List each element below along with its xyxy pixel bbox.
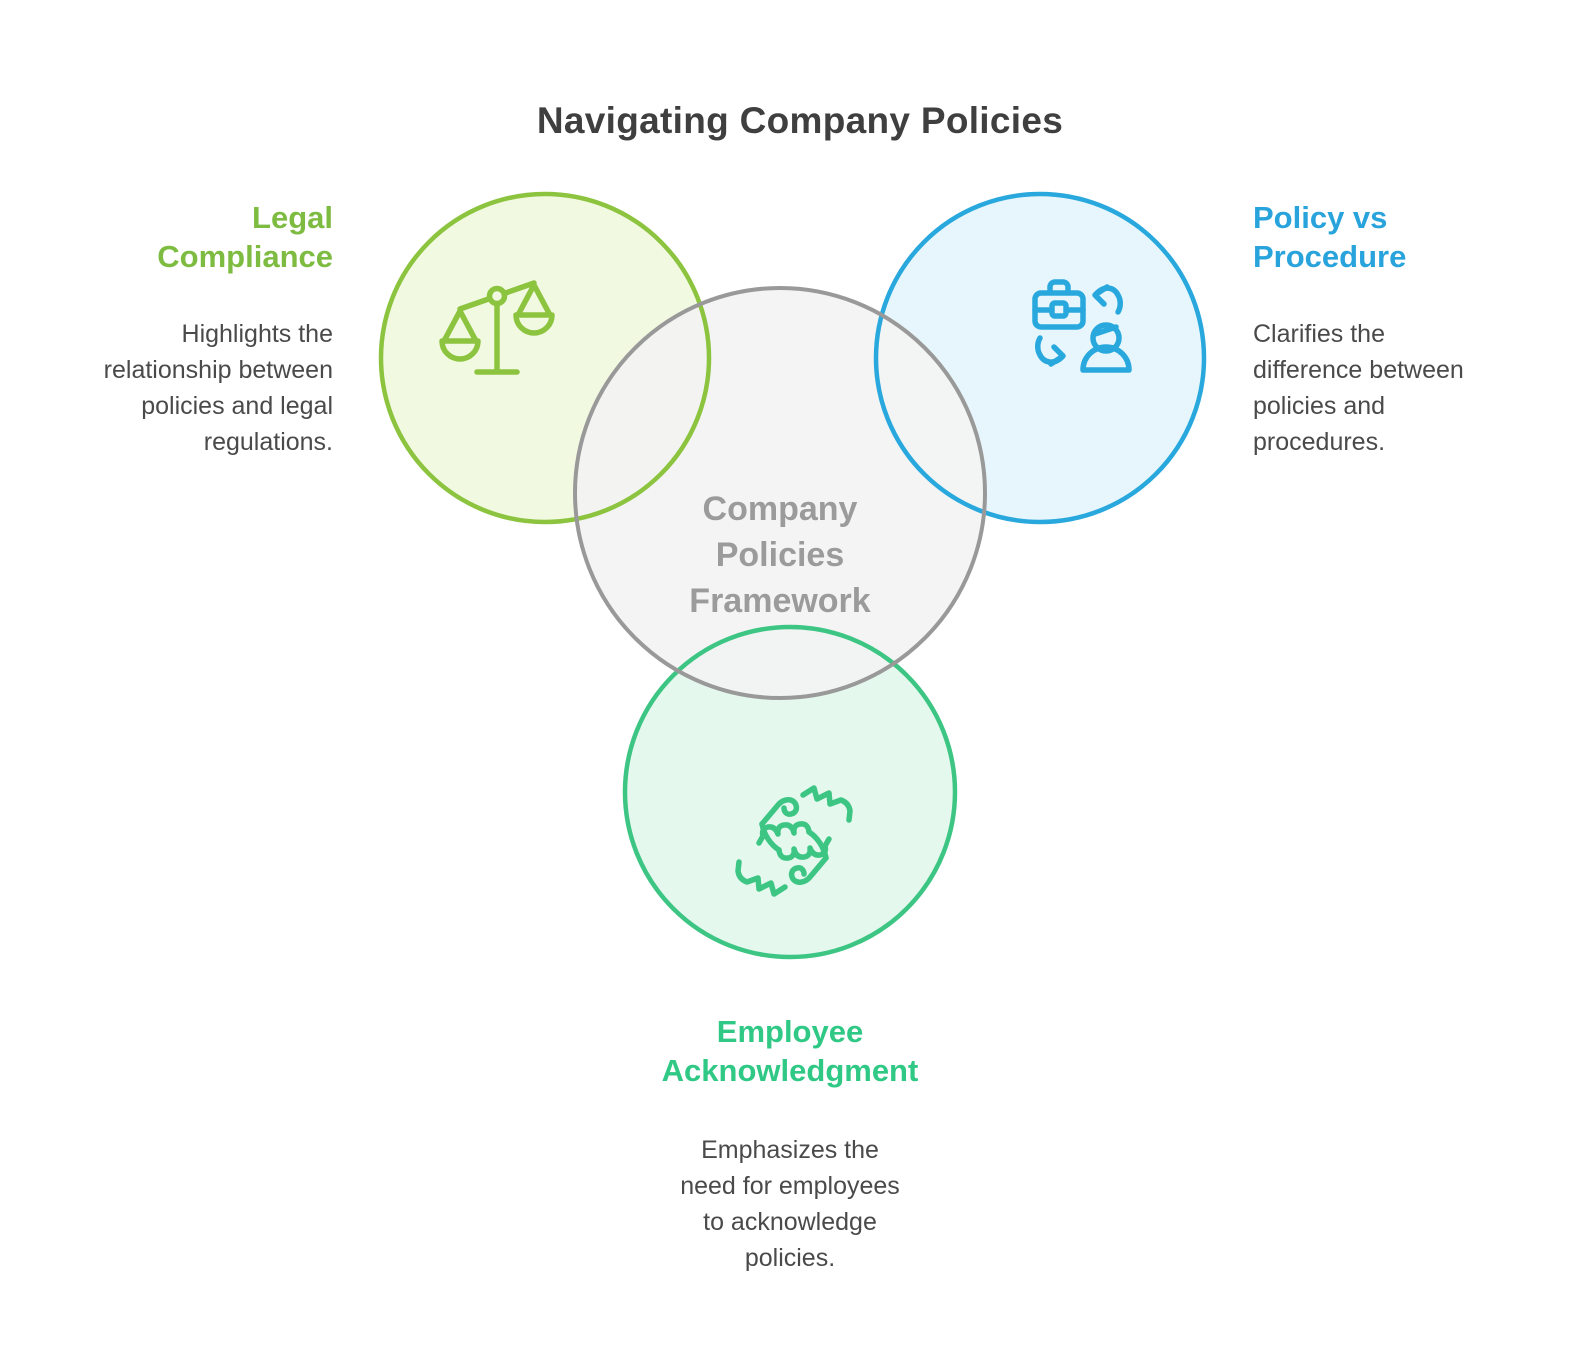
employee-circle-fill — [625, 627, 955, 957]
briefcase-clasp — [1049, 300, 1069, 319]
center-circle-outline — [573, 286, 987, 700]
policy-vs-procedure-description: Clarifies the difference between policie… — [1253, 320, 1464, 456]
person-hair — [1092, 324, 1119, 337]
briefcase-person-exchange-icon — [1032, 279, 1132, 373]
arrow-top-head — [1092, 284, 1110, 307]
legal-circle-outline — [378, 191, 712, 525]
center-circle-fill — [575, 288, 985, 698]
hands-collaboration-icon — [735, 785, 853, 897]
employee-acknowledgment-heading: Employee Acknowledgment — [661, 1014, 919, 1088]
arrow-bottom-head — [1048, 344, 1066, 367]
employee-acknowledgment-description: Emphasizes the need for employees to ack… — [680, 1136, 900, 1272]
person-head — [1090, 322, 1122, 354]
policy-circle-outline — [873, 191, 1207, 525]
hand-lower — [735, 821, 829, 897]
center-circle-label: Company Policies Framework — [689, 490, 871, 620]
balance-scale-icon — [439, 280, 555, 375]
legal-compliance-heading: Legal Compliance — [157, 200, 333, 274]
policy-vs-procedure-heading: Policy vs Procedure — [1253, 200, 1407, 274]
employee-circle-outline — [622, 624, 958, 960]
page-title: Navigating Company Policies — [536, 100, 1064, 141]
person-shoulders — [1080, 344, 1132, 373]
legal-compliance-description: Highlights the relationship between poli… — [103, 320, 333, 456]
briefcase-handle — [1047, 279, 1071, 294]
